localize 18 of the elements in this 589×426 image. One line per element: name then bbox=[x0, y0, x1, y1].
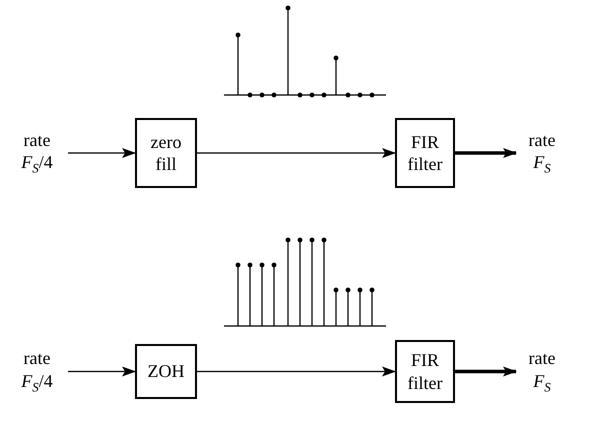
process-box bbox=[135, 118, 197, 188]
arrow bbox=[197, 148, 396, 158]
rate-label: rate F$_{S}$/4 bbox=[20, 128, 54, 178]
rate-label: rate F$_{S}$ bbox=[528, 128, 556, 178]
arrow bbox=[68, 366, 136, 376]
process-box bbox=[395, 118, 455, 188]
process-box bbox=[135, 344, 197, 399]
arrow bbox=[197, 366, 396, 376]
arrow bbox=[455, 366, 517, 376]
process-box bbox=[395, 340, 455, 403]
rate-label: rate F$_{S}$/4 bbox=[20, 347, 54, 396]
box-label: ZOH bbox=[148, 360, 184, 383]
arrow bbox=[68, 148, 136, 158]
box-label: zero fill bbox=[150, 130, 182, 176]
box-label: FIR filter bbox=[406, 349, 444, 394]
arrow bbox=[455, 148, 517, 158]
rate-label: rate F$_{S}$ bbox=[528, 347, 556, 396]
box-label: FIR filter bbox=[406, 130, 444, 176]
